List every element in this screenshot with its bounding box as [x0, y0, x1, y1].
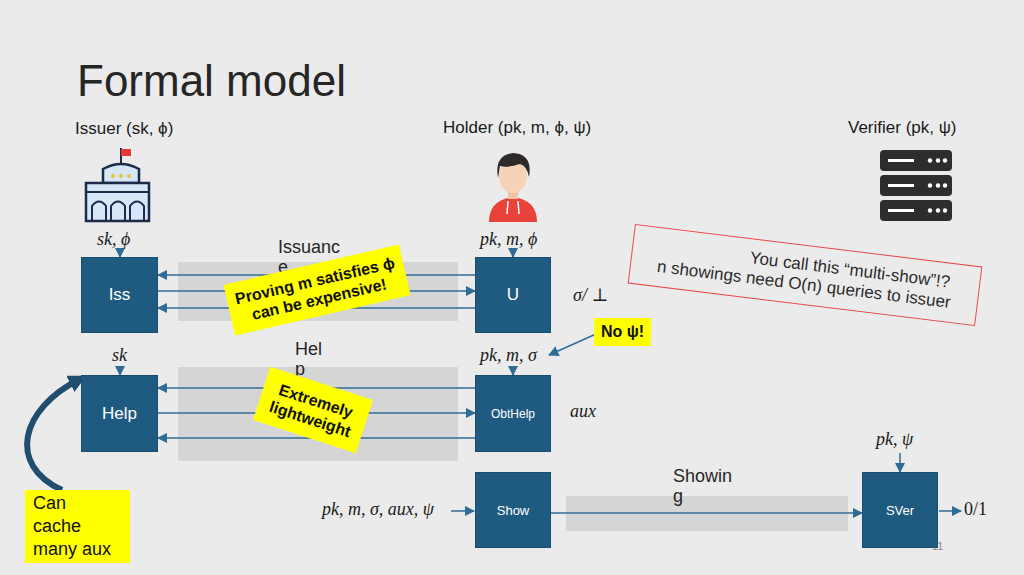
hoodie-string — [507, 201, 508, 214]
callout-note: Proving m satisfies ϕ can be expensive! — [223, 244, 410, 335]
server-unit — [880, 175, 952, 196]
hoodie-string — [518, 201, 519, 214]
face — [499, 159, 527, 193]
node-text: Help — [102, 404, 137, 424]
node-text: Can cache many aux — [33, 492, 115, 561]
issuer-building-icon — [86, 148, 149, 221]
callout-note: Can cache many aux — [25, 490, 130, 563]
process-box: Show — [475, 472, 551, 548]
input-label: pk, m, ϕ — [480, 229, 537, 251]
arch — [92, 202, 106, 222]
output-label: σ/ ⊥ — [573, 285, 608, 307]
process-box: ObtHelp — [475, 375, 551, 452]
window — [119, 174, 123, 178]
server-led — [943, 208, 947, 212]
callout-note: No ψ! — [594, 318, 651, 346]
node-text: Show — [497, 503, 530, 518]
server-led — [936, 158, 940, 162]
output-label: aux — [570, 401, 596, 423]
server-unit — [880, 200, 952, 221]
process-box: Iss — [81, 257, 158, 333]
arch — [111, 202, 125, 222]
server-slot — [888, 159, 914, 162]
input-arrow — [119, 250, 121, 257]
window — [127, 174, 131, 178]
holder-person-icon — [489, 153, 537, 222]
node-text: U — [507, 285, 519, 305]
process-box: U — [475, 257, 551, 333]
slide-title: Formal model — [77, 56, 346, 106]
server-led — [928, 208, 932, 212]
server-led — [928, 158, 932, 162]
cornice — [86, 191, 149, 193]
cupola — [103, 164, 139, 183]
window — [111, 174, 115, 178]
server-led — [928, 183, 932, 187]
party-heading: Holder (pk, m, ϕ, ψ) — [443, 118, 591, 138]
node-text: Iss — [109, 285, 131, 305]
party-heading: Verifier (pk, ψ) — [848, 118, 956, 138]
input-label: sk — [112, 345, 127, 367]
input-label: pk, ψ — [876, 429, 913, 451]
neck — [508, 189, 518, 199]
node-text: No ψ! — [595, 322, 650, 341]
verifier-server-icon — [880, 150, 952, 221]
band-heading: Showing — [673, 466, 737, 506]
server-led — [936, 183, 940, 187]
leader-arrow — [549, 334, 596, 355]
remark-box: You call this “multi-show”!? n showings … — [628, 224, 983, 326]
server-unit — [880, 150, 952, 171]
process-box: SVer — [862, 472, 938, 548]
input-label: sk, ϕ — [97, 229, 130, 251]
server-led — [943, 158, 947, 162]
flag-pole — [120, 148, 122, 166]
hoodie — [489, 197, 537, 222]
band-heading: Help — [295, 339, 327, 379]
hair — [497, 153, 529, 178]
flag — [121, 149, 131, 156]
input-label: pk, m, σ — [480, 345, 537, 367]
server-slot — [888, 184, 914, 187]
output-arrow — [939, 510, 961, 512]
server-slot — [888, 209, 914, 212]
input-arrow — [119, 367, 121, 375]
input-arrow — [899, 453, 901, 472]
server-led — [943, 183, 947, 187]
building-body — [86, 183, 149, 221]
input-arrow — [512, 367, 514, 375]
input-arrow — [451, 510, 474, 512]
protocol-band: Showing — [566, 496, 848, 531]
server-led — [936, 208, 940, 212]
process-box: Help — [81, 375, 158, 452]
curved-arrow — [27, 379, 80, 490]
node-text: You call this “multi-show”!? n showings … — [654, 236, 957, 313]
input-label: pk, m, σ, aux, ψ — [322, 499, 434, 521]
output-label: 0/1 — [964, 499, 987, 521]
node-text: ObtHelp — [491, 407, 535, 421]
input-arrow — [512, 250, 514, 257]
party-heading: Issuer (sk, ϕ) — [75, 119, 173, 139]
node-text: SVer — [886, 503, 914, 518]
arch — [130, 202, 144, 222]
